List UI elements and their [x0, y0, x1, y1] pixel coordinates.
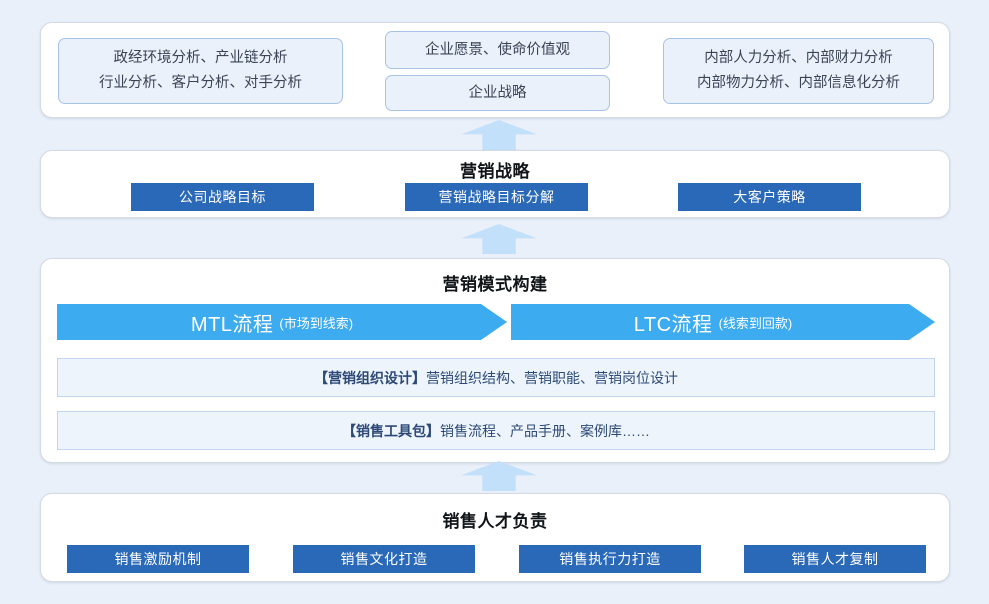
row2-button-0[interactable]: 公司战略目标 [131, 183, 314, 211]
row4-button-2[interactable]: 销售执行力打造 [519, 545, 701, 573]
row4-button-2-label: 销售执行力打造 [559, 551, 661, 567]
row2-button-2-label: 大客户策略 [733, 189, 806, 205]
row3-card: 营销模式构建 MTL流程 (市场到线索) LTC流程 (线索到回款) 【营销组织… [40, 258, 950, 463]
ltc-process-note: (线索到回款) [718, 315, 793, 331]
internal-analysis-pill: 内部人力分析、内部财力分析 内部物力分析、内部信息化分析 [663, 38, 934, 104]
row2-button-2[interactable]: 大客户策略 [678, 183, 861, 211]
row3-title: 营销模式构建 [442, 275, 548, 294]
enterprise-vision-pill: 企业愿景、使命价值观 [385, 31, 610, 69]
row2-button-1[interactable]: 营销战略目标分解 [405, 183, 588, 211]
environment-analysis-line1: 政经环境分析、产业链分析 [113, 50, 288, 66]
row4-button-1-label: 销售文化打造 [340, 551, 428, 567]
sales-toolkit-bar: 【销售工具包】 销售流程、产品手册、案例库…… [57, 411, 935, 450]
row4-card: 销售人才负责 销售激励机制 销售文化打造 销售执行力打造 销售人才复制 [40, 493, 950, 582]
enterprise-vision-label: 企业愿景、使命价值观 [425, 41, 570, 58]
arrow-row3-to-row2-icon [461, 224, 537, 254]
arrow-row4-to-row3-icon [461, 461, 537, 491]
internal-analysis-line2: 内部物力分析、内部信息化分析 [697, 75, 900, 91]
row1-card: 政经环境分析、产业链分析 行业分析、客户分析、对手分析 企业愿景、使命价值观 企… [40, 22, 950, 118]
arrow-row2-to-row1-icon [461, 120, 537, 150]
row4-button-3-label: 销售人才复制 [791, 551, 879, 567]
internal-analysis-line1: 内部人力分析、内部财力分析 [704, 50, 893, 66]
row2-card: 营销战略 公司战略目标 营销战略目标分解 大客户策略 [40, 150, 950, 218]
enterprise-strategy-label: 企业战略 [468, 84, 527, 101]
sales-toolkit-text: 销售流程、产品手册、案例库…… [440, 422, 650, 439]
marketing-org-design-tag: 【营销组织设计】 [314, 369, 426, 386]
mtl-process-name: MTL流程 [190, 313, 274, 336]
row4-button-1[interactable]: 销售文化打造 [293, 545, 475, 573]
sales-toolkit-tag: 【销售工具包】 [342, 422, 440, 439]
environment-analysis-pill: 政经环境分析、产业链分析 行业分析、客户分析、对手分析 [58, 38, 343, 104]
row2-title: 营销战略 [460, 162, 530, 181]
mtl-process-note: (市场到线索) [279, 315, 354, 331]
marketing-org-design-text: 营销组织结构、营销职能、营销岗位设计 [426, 369, 678, 386]
row4-button-0[interactable]: 销售激励机制 [67, 545, 249, 573]
row4-title: 销售人才负责 [442, 512, 548, 531]
row4-button-0-label: 销售激励机制 [114, 551, 202, 567]
enterprise-strategy-pill: 企业战略 [385, 75, 610, 111]
row2-button-1-label: 营销战略目标分解 [438, 189, 555, 205]
ltc-process-name: LTC流程 [633, 313, 713, 336]
ltc-process-chevron[interactable]: LTC流程 (线索到回款) [511, 304, 935, 340]
row2-button-0-label: 公司战略目标 [179, 189, 266, 205]
mtl-process-chevron[interactable]: MTL流程 (市场到线索) [57, 304, 507, 340]
marketing-org-design-bar: 【营销组织设计】 营销组织结构、营销职能、营销岗位设计 [57, 358, 935, 397]
row4-button-3[interactable]: 销售人才复制 [744, 545, 926, 573]
environment-analysis-line2: 行业分析、客户分析、对手分析 [99, 75, 302, 91]
